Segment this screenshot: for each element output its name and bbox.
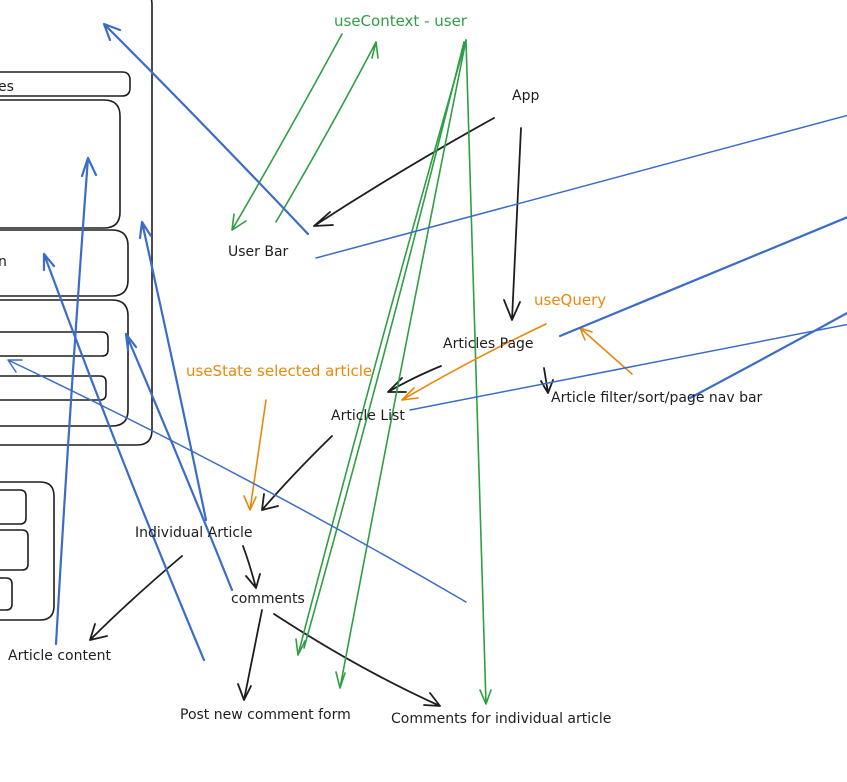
label-usequery: useQuery [534,291,606,309]
wireframe-mapping-arrows [7,22,847,662]
state-arrows [243,323,633,511]
label-individual-article: Individual Article [135,525,253,541]
arrow-usequery-to-articlelist [401,323,547,401]
arrow-individual-to-content [89,555,183,641]
arrow-context-to-postform [295,39,467,656]
line-userbar-right [315,114,847,259]
arrow-context-to-postform-2 [303,41,465,649]
arrow-app-to-userbar [313,117,495,227]
arrow-userbar-to-header [102,22,310,236]
context-arrows [231,33,492,705]
line-articlelist-right [409,323,847,411]
wireframe-lower-frame [0,481,55,621]
wireframe-panel-2 [0,229,129,297]
label-app: App [512,88,539,104]
wireframe-lower-item-3 [0,577,13,611]
arrow-context-to-comments [335,39,467,689]
wireframe-header-bar [0,71,131,97]
wireframe-lower-item-1 [0,489,27,525]
label-article-list: Article List [331,408,405,424]
wireframe-sketch: es n [0,0,153,621]
label-filter-bar: Article filter/sort/page nav bar [551,390,763,406]
wireframe-label-es: es [0,79,14,95]
arrow-individual-to-panel [138,220,208,522]
arrow-context-to-commentslist [465,39,492,705]
wireframe-row-2 [0,375,107,401]
wireframe-outer-frame [0,0,153,446]
arrow-app-to-articlespage [503,127,522,321]
arrow-comments-to-postform [237,609,263,701]
label-usecontext-user: useContext - user [334,12,468,30]
arrow-postform-to-panel [42,252,206,662]
wireframe-label-n: n [0,254,7,270]
line-articlespage-right [558,216,847,338]
label-comments-for-individual-article: Comments for individual article [391,711,611,727]
label-articles-page: Articles Page [443,336,534,352]
label-usestate-selected-article: useState selected article [186,362,372,380]
arrow-comments-to-panel [124,332,234,592]
arrow-articlelist-to-individual [261,435,333,511]
node-labels: useContext - user App User Bar useQuery … [8,12,763,727]
arrow-comments-to-commentslist [273,613,441,707]
line-filterbar-right [688,311,847,400]
arrow-context-to-userbar [231,33,343,231]
arrow-commentslist-to-row [7,359,467,603]
label-user-bar: User Bar [228,244,289,260]
arrow-individual-to-comments [242,545,261,589]
arrow-userbar-to-context [275,41,379,223]
wireframe-panel-1 [0,99,121,229]
label-post-new-comment-form: Post new comment form [180,707,351,723]
hierarchy-arrows [89,117,554,707]
label-article-content: Article content [8,648,111,664]
arrow-usequery-source [579,327,633,375]
wireframe-row-1 [0,331,109,357]
arrow-content-to-panel [54,156,98,646]
label-comments: comments [231,591,305,607]
wireframe-panel-3 [0,299,129,427]
arrow-usestate-to-individual [243,399,267,511]
wireframe-lower-item-2 [0,529,29,571]
